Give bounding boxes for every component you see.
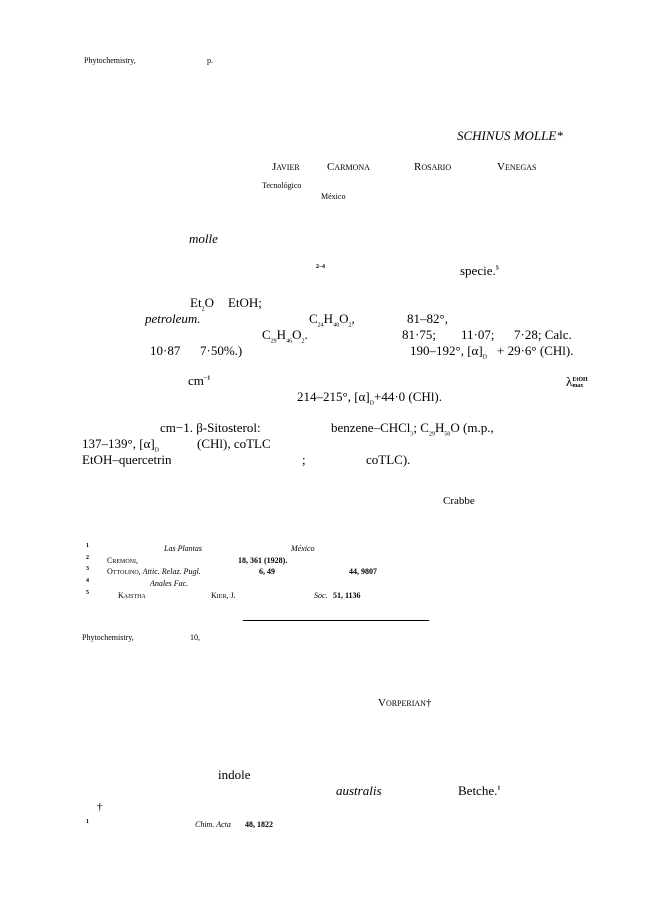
affiliation-line-1: Tecnológico xyxy=(262,181,302,190)
formula-c24: C24H48O2, xyxy=(309,311,355,329)
value-calc-h: 10·87 xyxy=(150,343,181,358)
value-carbon: 81·75; xyxy=(402,327,436,342)
author2-last-name: Venegas xyxy=(497,161,537,173)
acknowledgement-name: Crabbe xyxy=(443,495,475,507)
ref-number: 5 xyxy=(86,590,89,596)
ref-author: Kier, J. xyxy=(211,591,236,600)
ref-author: Cremoni, xyxy=(107,556,139,565)
ref-journal: Chim. Acta xyxy=(195,820,231,829)
text-betche: Betche.1 xyxy=(458,783,501,798)
text-indole: indole xyxy=(218,767,251,782)
melting-point-4: 137–139°, [α]D xyxy=(82,436,160,454)
text-semicolon: ; xyxy=(302,452,306,467)
affiliation-line-2: México xyxy=(321,192,346,201)
text-chl-cotlc: (CHl), coTLC xyxy=(197,436,271,451)
ref-author: Kaistha xyxy=(118,591,146,600)
text-petroleum: petroleum. xyxy=(145,311,201,326)
journal-name: Phytochemistry, xyxy=(84,56,136,65)
ref-number: 1 xyxy=(86,819,89,825)
text-molle: molle xyxy=(189,231,218,246)
ref-number: 3 xyxy=(86,566,89,572)
formula-c29: C29H46O2. xyxy=(262,327,308,345)
article-title: SCHINUS MOLLE* xyxy=(457,128,563,143)
ref-place: México xyxy=(291,544,315,553)
ref-volume: 6, 49 xyxy=(259,567,275,576)
text-quercetrin: EtOH–quercetrin xyxy=(82,452,172,467)
journal-name: Phytochemistry, xyxy=(82,633,134,642)
ref-volume: 48, 1822 xyxy=(245,820,273,829)
melting-point-1: 81–82°, xyxy=(407,311,448,326)
ref-entry: Ottolino, Attic. Relaz. Pugl. xyxy=(107,567,201,576)
author-last-name: Carmona xyxy=(327,161,370,173)
value-oxygen-calc: 7·28; Calc. xyxy=(514,327,572,342)
page-abbr: p. xyxy=(207,56,213,65)
optical-rotation-3: 214–215°, [α]D+44·0 (CHl). xyxy=(297,389,443,407)
author2-first-name: Rosario xyxy=(414,161,452,173)
ref-volume: 51, 1136 xyxy=(333,591,361,600)
ref-title: Anales Fac. xyxy=(150,579,189,588)
author-first-name: Javier xyxy=(272,161,300,173)
dagger-footnote: † xyxy=(97,801,103,813)
value-hydrogen: 11·07; xyxy=(461,327,495,342)
ref-number: 1 xyxy=(86,543,89,549)
ref-number: 4 xyxy=(86,578,89,584)
article2-author: Vorperian† xyxy=(378,697,432,709)
ref-number: 2 xyxy=(86,555,89,561)
section-divider xyxy=(243,620,429,621)
text-cotlc: coTLC). xyxy=(366,452,411,467)
value-calc-o: 7·50%.) xyxy=(200,343,243,358)
ref-journal: Soc. xyxy=(314,591,328,600)
ir-unit-1: cm−1 xyxy=(188,373,211,388)
sitosterol-line: cm−1. β-Sitosterol: xyxy=(160,420,261,435)
journal-volume: 10, xyxy=(190,633,200,642)
ref-title: Las Plantas xyxy=(164,544,203,553)
text-specie: specie.5 xyxy=(460,263,499,278)
text-australis: australis xyxy=(336,783,382,798)
optical-rotation-2: 190–192°, [α]D+ 29·6° (CHl). xyxy=(410,343,574,361)
benzene-formula: benzene–CHCl3; C29H50O (m.p., xyxy=(331,420,494,438)
ref-superscript: 2–4 xyxy=(316,264,325,270)
ref-volume: 44, 9807 xyxy=(349,567,377,576)
ref-volume: 18, 361 (1928). xyxy=(238,556,288,565)
